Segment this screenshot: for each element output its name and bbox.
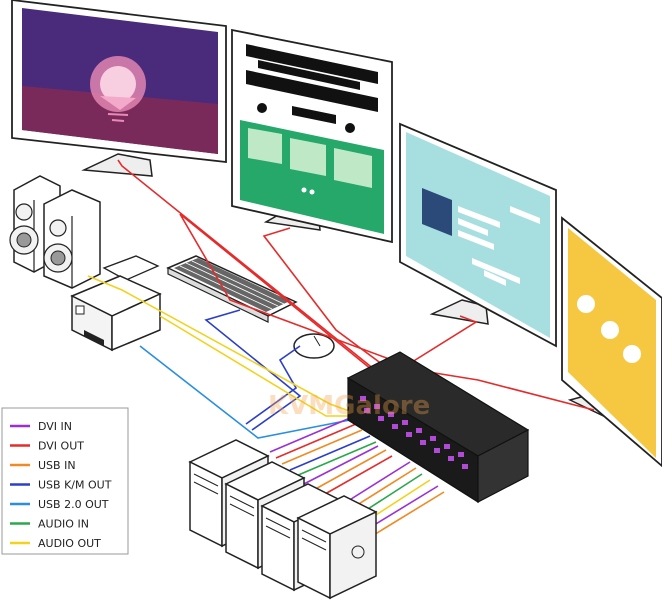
- computer-4: [296, 495, 378, 600]
- speakers: [9, 175, 101, 289]
- watermark-text: KVMGalore: [268, 391, 430, 421]
- legend-label: AUDIO IN: [38, 518, 89, 531]
- legend-box: [1, 407, 129, 555]
- legend: DVI IN DVI OUT USB IN USB K/M OUT USB 2.0 OU…: [1, 407, 129, 555]
- cables: [87, 159, 595, 537]
- monitor-1: [11, 0, 227, 177]
- printer: [70, 255, 162, 352]
- monitor-3: [399, 122, 557, 348]
- legend-label: DVI OUT: [38, 440, 84, 453]
- legend-label: USB K/M OUT: [38, 479, 112, 492]
- keyboard: [166, 255, 298, 323]
- legend-label: AUDIO OUT: [38, 537, 101, 550]
- monitor-2: [231, 28, 393, 244]
- computers: [188, 439, 378, 600]
- monitor-4: [561, 216, 662, 468]
- kvm-switch: [346, 351, 530, 504]
- legend-label: USB 2.0 OUT: [38, 498, 109, 511]
- mouse: [293, 333, 335, 359]
- legend-label: DVI IN: [38, 420, 72, 433]
- legend-label: USB IN: [38, 459, 76, 472]
